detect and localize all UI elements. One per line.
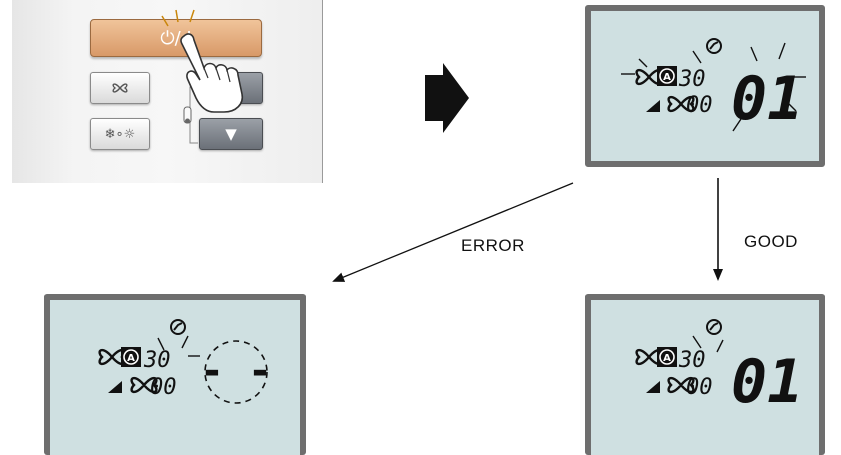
error-dashes: - - (200, 348, 272, 394)
next-step-arrow (425, 63, 469, 133)
timer-icon (706, 319, 722, 335)
timer-icon (706, 38, 722, 54)
blink-rays (621, 42, 806, 132)
small-digits-top: 30 (678, 67, 706, 92)
fan-icon (112, 83, 128, 93)
mode-button[interactable]: ❄∘☼ (90, 118, 150, 150)
mode-icons: ❄∘☼ (104, 126, 136, 142)
svg-text:A: A (127, 353, 135, 364)
small-digits-top: 30 (143, 348, 171, 373)
auto-mode-icon: A (657, 347, 677, 367)
small-digits-top: 30 (678, 348, 706, 373)
error-label: ERROR (461, 236, 525, 255)
big-digits: 01 (731, 347, 803, 417)
timer-icon (170, 319, 186, 335)
lcd-screen-error: A 30 00 - - (44, 294, 306, 455)
down-arrow-icon: ▼ (225, 125, 237, 143)
svg-text:A: A (663, 353, 671, 364)
fan-speed-button[interactable] (90, 72, 150, 104)
svg-text:A: A (663, 72, 671, 83)
hand-pointer-icon (180, 33, 244, 113)
press-sparks (161, 9, 195, 27)
lcd-screen-blinking: A 30 00 01 (585, 5, 825, 167)
power-button[interactable]: ⏻/ I (90, 19, 262, 57)
error-arrow (332, 182, 574, 282)
error-dashed-circle (204, 340, 268, 404)
good-label: GOOD (744, 232, 798, 251)
temp-down-button[interactable]: ▼ (199, 118, 263, 150)
fan-icon (98, 348, 126, 366)
auto-mode-icon: A (121, 347, 141, 367)
auto-mode-icon: A (657, 66, 677, 86)
big-digits: 01 (731, 64, 803, 134)
lcd-screen-good: A 30 00 01 (585, 294, 825, 455)
remote-control: ⏻/ I ❄∘☼ ▼ (12, 0, 323, 183)
